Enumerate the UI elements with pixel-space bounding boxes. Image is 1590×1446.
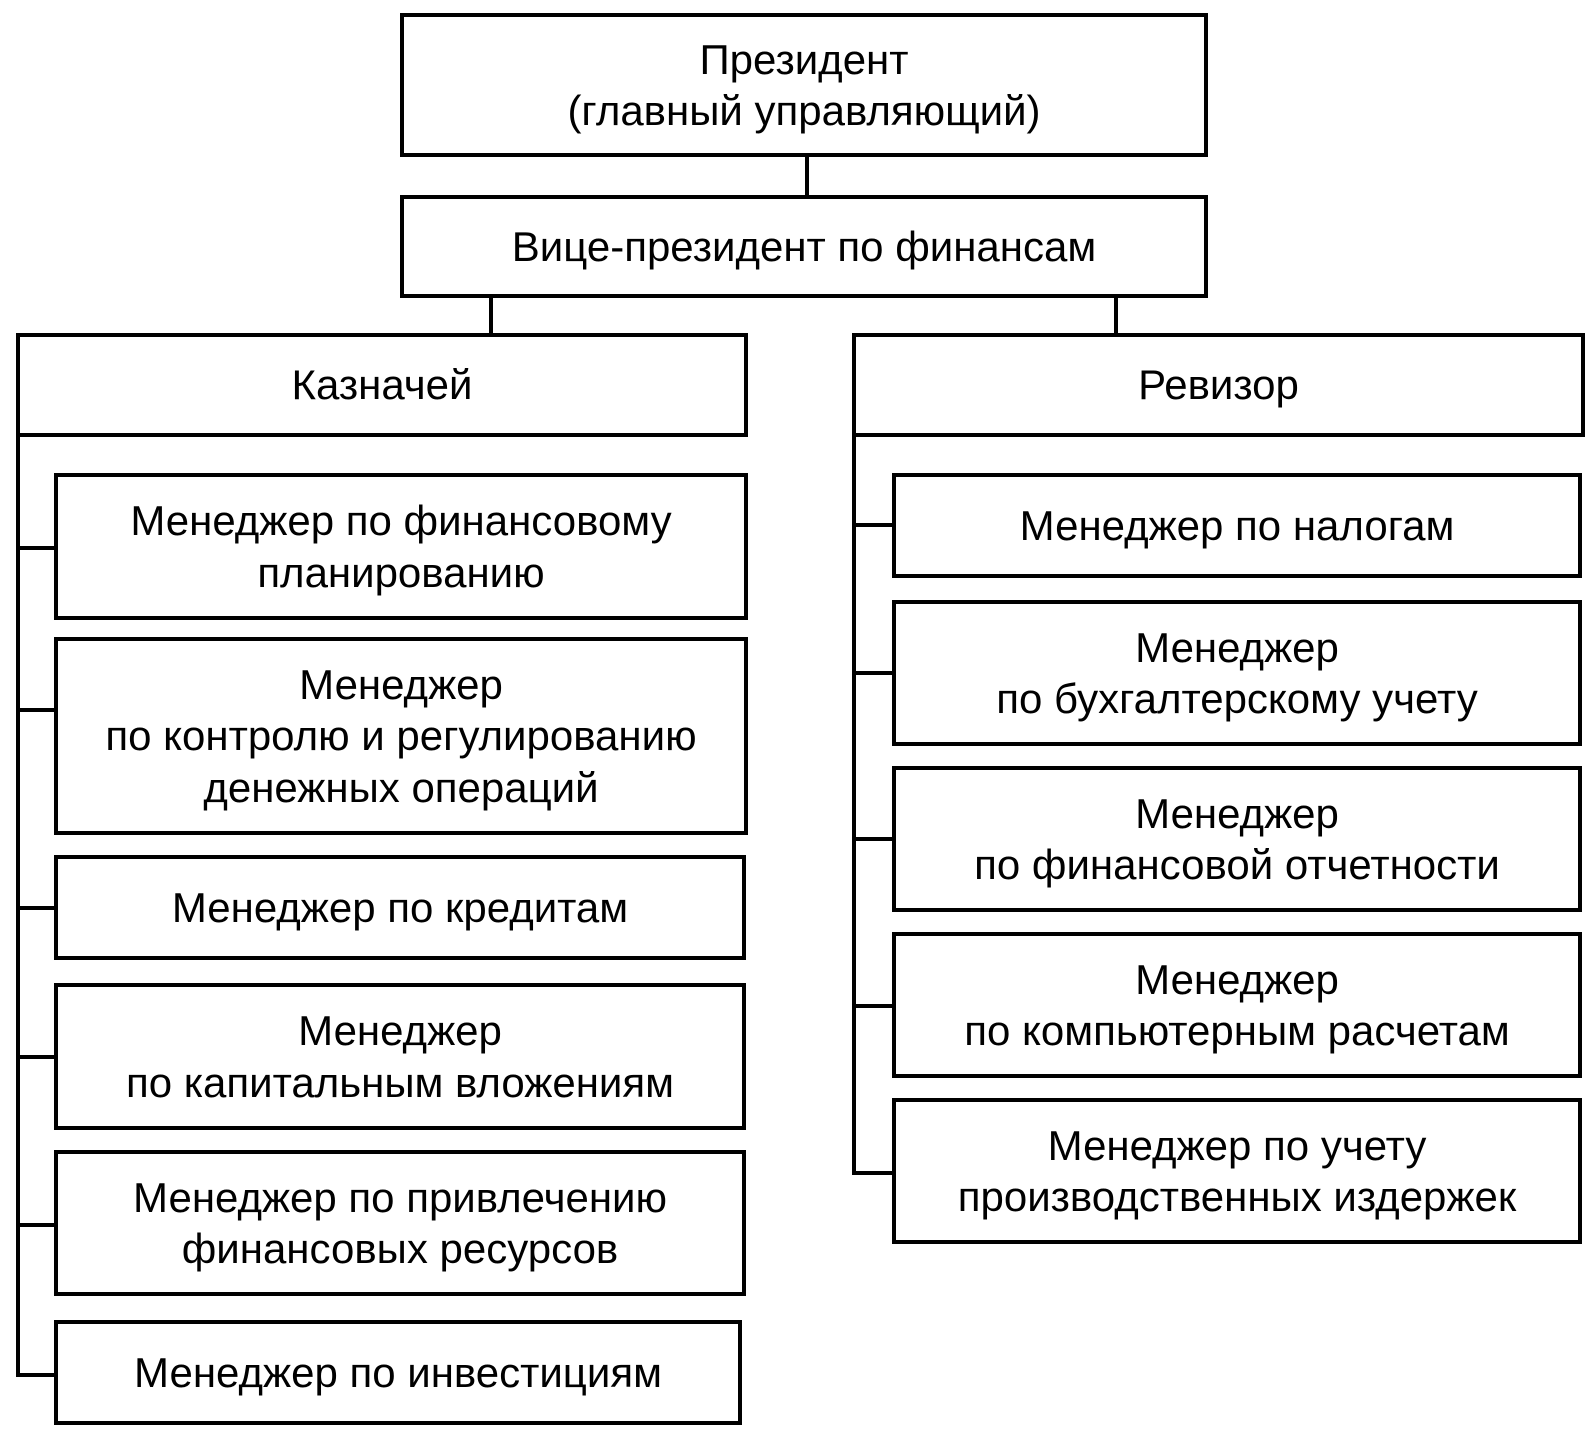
branch-treasurer-6 xyxy=(16,1373,56,1377)
treasurer-trunk xyxy=(16,433,20,1377)
connector-vp-treasurer xyxy=(489,295,493,335)
branch-controller-1 xyxy=(852,523,894,527)
manager-capital-investments: Менеджер по капитальным вложениям xyxy=(54,983,746,1130)
branch-treasurer-1 xyxy=(16,546,56,550)
manager-taxes: Менеджер по налогам xyxy=(892,473,1582,578)
president-box: Президент (главный управляющий) xyxy=(400,13,1208,157)
branch-treasurer-4 xyxy=(16,1055,56,1059)
branch-controller-4 xyxy=(852,1004,894,1008)
manager-financial-planning: Менеджер по финансовому планированию xyxy=(54,473,748,620)
branch-controller-3 xyxy=(852,837,894,841)
branch-controller-2 xyxy=(852,671,894,675)
controller-trunk xyxy=(852,433,856,1175)
manager-financial-reporting: Менеджер по финансовой отчетности xyxy=(892,766,1582,912)
manager-investments: Менеджер по инвестициям xyxy=(54,1320,742,1425)
manager-financial-resources-raising: Менеджер по привлечению финансовых ресур… xyxy=(54,1150,746,1296)
manager-computer-calculations: Менеджер по компьютерным расчетам xyxy=(892,932,1582,1078)
manager-cash-operations-control: Менеджер по контролю и регулированию ден… xyxy=(54,637,748,835)
branch-controller-5 xyxy=(852,1171,894,1175)
treasurer-box: Казначей xyxy=(16,333,748,437)
manager-accounting: Менеджер по бухгалтерскому учету xyxy=(892,600,1582,746)
vice-president-box: Вице-президент по финансам xyxy=(400,195,1208,298)
branch-treasurer-3 xyxy=(16,906,56,910)
branch-treasurer-5 xyxy=(16,1223,56,1227)
connector-president-vp xyxy=(805,155,809,195)
controller-box: Ревизор xyxy=(852,333,1585,437)
connector-vp-controller xyxy=(1114,295,1118,335)
manager-production-costs-accounting: Менеджер по учету производственных издер… xyxy=(892,1098,1582,1244)
branch-treasurer-2 xyxy=(16,708,56,712)
manager-credits: Менеджер по кредитам xyxy=(54,855,746,960)
